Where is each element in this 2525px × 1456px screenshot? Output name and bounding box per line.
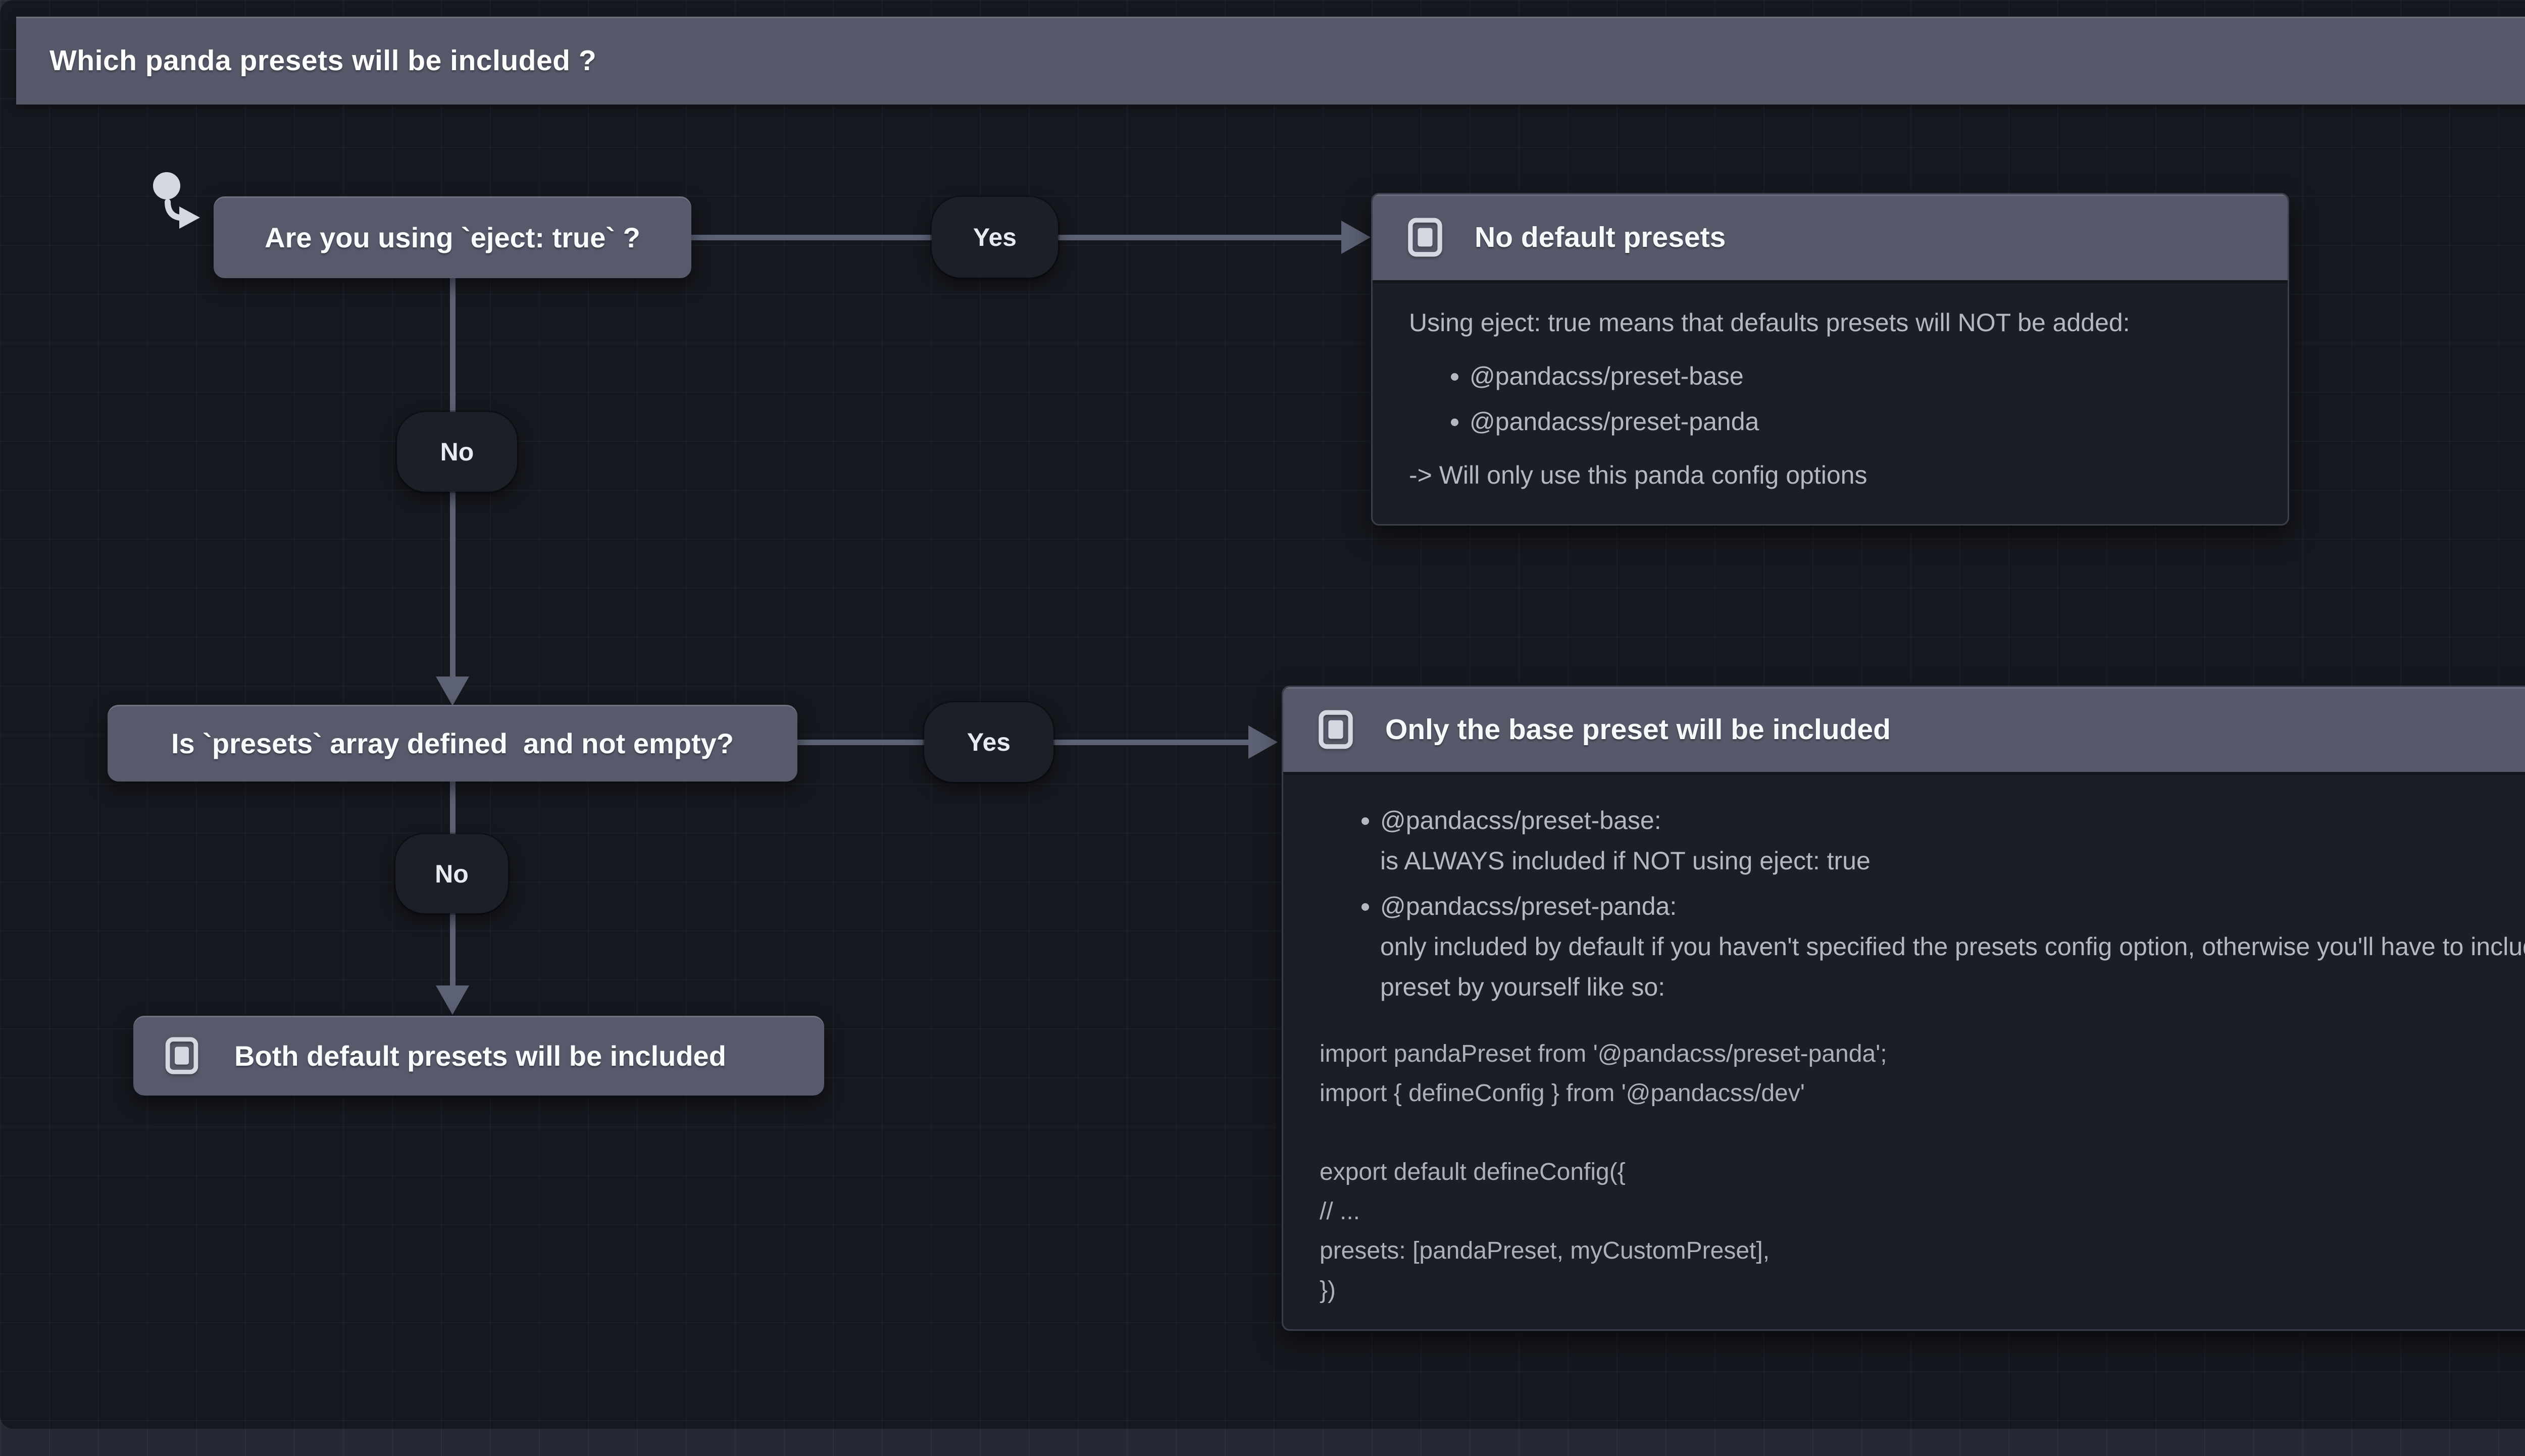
edge-label-no1: No — [397, 412, 517, 492]
list-item: @pandacss/preset-base: is ALWAYS include… — [1380, 800, 2525, 881]
node-result-both-presets[interactable]: Both default presets will be included — [133, 1016, 824, 1096]
panel-header: No default presets — [1373, 194, 2288, 283]
edge-label-text: Yes — [973, 223, 1017, 251]
code-line: }) — [1320, 1277, 1336, 1304]
edge-no2-arrowhead — [436, 985, 469, 1015]
list-item: @pandacss/preset-panda: only included by… — [1380, 886, 2525, 1007]
node-question-presets-array[interactable]: Is `presets` array defined and not empty… — [108, 705, 797, 782]
code-line — [1320, 1113, 2525, 1153]
edge-label-yes1: Yes — [932, 197, 1058, 278]
node-label: Is `presets` array defined and not empty… — [171, 727, 734, 759]
edge-label-yes2: Yes — [924, 702, 1053, 782]
node-label: Both default presets will be included — [234, 1039, 726, 1072]
panel-body: Using eject: true means that defaults pr… — [1373, 283, 2288, 515]
panel-intro-text: Using eject: true means that defaults pr… — [1409, 308, 2130, 337]
card-icon — [1408, 218, 1442, 257]
node-question-eject[interactable]: Are you using `eject: true` ? — [214, 196, 691, 278]
page-title: Which panda presets will be included ? — [49, 44, 597, 77]
card-icon — [1319, 710, 1353, 749]
panel-title: No default presets — [1475, 221, 1726, 253]
panel-title: Only the base preset will be included — [1385, 713, 1891, 746]
edge-no1-arrowhead — [436, 677, 469, 706]
list-item: @pandacss/preset-base — [1470, 356, 2251, 396]
code-line: presets: [pandaPreset, myCustomPreset], — [1320, 1237, 1770, 1264]
code-line: import { defineConfig } from '@pandacss/… — [1320, 1080, 1805, 1107]
panel-no-default-presets[interactable]: No default presets Using eject: true mea… — [1371, 193, 2289, 526]
card-icon — [165, 1037, 198, 1074]
code-line: import pandaPreset from '@pandacss/prese… — [1320, 1041, 1887, 1067]
edge-label-text: No — [435, 859, 469, 888]
code-line: export default defineConfig({ — [1320, 1159, 1626, 1185]
title-bar: Which panda presets will be included ? — [16, 17, 2525, 105]
preset-detail-list: @pandacss/preset-base: is ALWAYS include… — [1320, 800, 2525, 1007]
list-item-detail: is ALWAYS included if NOT using eject: t… — [1380, 847, 1871, 875]
panel-base-preset-only[interactable]: Only the base preset will be included @p… — [1282, 686, 2525, 1331]
edge-label-text: No — [440, 438, 474, 466]
edge-label-no2: No — [395, 834, 508, 913]
list-item-head: @pandacss/preset-base: — [1380, 806, 1661, 835]
node-label: Are you using `eject: true` ? — [265, 221, 640, 253]
edge-yes1-arrowhead — [1341, 221, 1371, 254]
panel-outro-text: -> Will only use this panda config optio… — [1409, 461, 1867, 489]
flow-start-cursor-icon — [153, 172, 200, 229]
preset-list: @pandacss/preset-base @pandacss/preset-p… — [1409, 356, 2251, 442]
edge-yes2-arrowhead — [1248, 725, 1278, 759]
code-block: import pandaPreset from '@pandacss/prese… — [1320, 1034, 2525, 1310]
panel-header: Only the base preset will be included — [1283, 687, 2525, 775]
list-item-detail: only included by default if you haven't … — [1380, 932, 2525, 1001]
panel-body: @pandacss/preset-base: is ALWAYS include… — [1283, 775, 2525, 1329]
code-line: // ... — [1320, 1198, 1360, 1225]
edge-label-text: Yes — [967, 728, 1011, 756]
list-item: @pandacss/preset-panda — [1470, 401, 2251, 442]
list-item-head: @pandacss/preset-panda: — [1380, 892, 1677, 920]
